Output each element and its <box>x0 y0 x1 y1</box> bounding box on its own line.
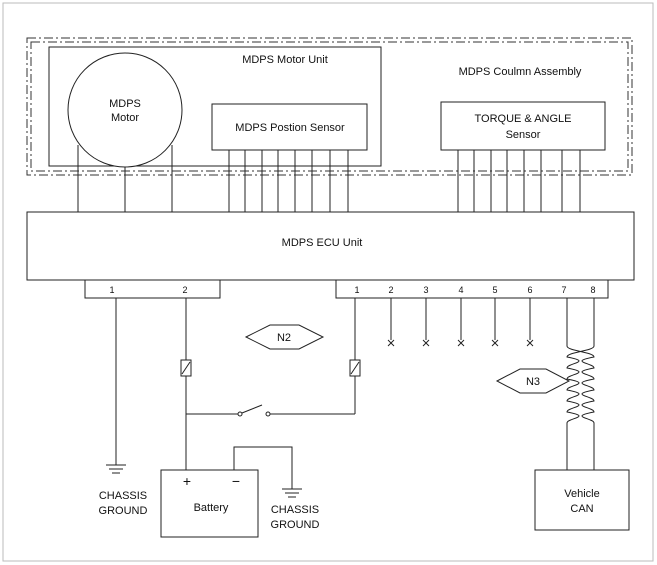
n2-diamond <box>244 324 325 350</box>
vehicle-can-label-line1: Vehicle <box>564 488 599 500</box>
left-chassis-ground-icon <box>106 464 126 474</box>
switch-contact-right <box>265 411 271 417</box>
left-ground-label-line1: CHASSIS <box>99 490 147 502</box>
battery-plus-sign: + <box>183 473 191 489</box>
position-sensor-label: MDPS Postion Sensor <box>235 122 345 134</box>
right-pin-8-label: 8 <box>590 285 595 295</box>
can-twist-a <box>566 345 595 424</box>
ignition-switch-icon <box>241 404 263 414</box>
right-connector-box <box>335 279 609 299</box>
nc-pin-4-x2 <box>457 339 465 347</box>
n2-marker: N2 <box>244 324 325 350</box>
can-twisted-pair <box>566 298 595 470</box>
right-connector: 1 2 3 4 5 6 7 8 <box>335 279 609 299</box>
battery-label: Battery <box>194 502 229 514</box>
nc-pin-3-x2 <box>422 339 430 347</box>
right-ground-label-line2: GROUND <box>271 519 320 531</box>
right-pin-4-label: 4 <box>458 285 463 295</box>
n2-label: N2 <box>277 332 291 344</box>
battery-box <box>160 469 259 538</box>
column-assembly-label: MDPS Coulmn Assembly <box>459 66 582 78</box>
mdps-motor <box>67 52 183 168</box>
left-ground-label-line2: GROUND <box>99 505 148 517</box>
motor-label-line2: Motor <box>111 112 139 124</box>
can-twist-b <box>566 345 595 424</box>
position-sensor-box <box>211 103 368 151</box>
switch-contact-left <box>237 411 243 417</box>
nc-pin-6-x2 <box>526 339 534 347</box>
ecu-unit: MDPS ECU Unit <box>26 211 635 281</box>
motor-label-line1: MDPS <box>109 98 141 110</box>
right-pin-1-label: 1 <box>354 285 359 295</box>
torque-sensor-box <box>440 101 606 151</box>
vehicle-can-label-line2: CAN <box>570 503 593 515</box>
battery-circuit: + − Battery CHASSIS GROUND <box>160 298 361 538</box>
nc-pin-5-x2 <box>491 339 499 347</box>
left-pin-2-label: 2 <box>182 285 187 295</box>
left-connector-box <box>84 279 221 299</box>
motor-unit: MDPS Motor Unit MDPS Motor MDPS Postion … <box>48 46 382 212</box>
left-ground-circuit: CHASSIS GROUND <box>99 298 148 517</box>
n3-diamond <box>495 368 571 394</box>
left-pin-1-label: 1 <box>109 285 114 295</box>
ecu-label: MDPS ECU Unit <box>282 237 363 249</box>
motor-unit-label: MDPS Motor Unit <box>242 54 328 66</box>
ecu-box <box>26 211 635 281</box>
torque-sensor-label-line2: Sensor <box>506 129 541 141</box>
n3-marker: N3 <box>495 368 571 394</box>
right-pin-2-label: 2 <box>388 285 393 295</box>
right-pin-7-label: 7 <box>561 285 566 295</box>
battery-minus-sign: − <box>232 473 240 489</box>
battery-ground-wire <box>233 446 293 489</box>
vehicle-can: Vehicle CAN <box>534 469 630 531</box>
position-sensor-wires <box>228 150 349 212</box>
left-connector: 1 2 <box>84 279 221 299</box>
torque-sensor-label-line1: TORQUE & ANGLE <box>475 113 572 125</box>
right-chassis-ground-icon <box>282 488 302 498</box>
torque-sensor-wires <box>457 150 581 212</box>
torque-angle-sensor: TORQUE & ANGLE Sensor <box>440 101 606 212</box>
right-ground-label-line1: CHASSIS <box>271 504 319 516</box>
unconnected-pins <box>387 298 534 347</box>
right-pin-6-label: 6 <box>527 285 532 295</box>
right-pin-3-label: 3 <box>423 285 428 295</box>
nc-pin-2-x2 <box>387 339 395 347</box>
vehicle-can-box <box>534 469 630 531</box>
n3-label: N3 <box>526 376 540 388</box>
right-pin-5-label: 5 <box>492 285 497 295</box>
